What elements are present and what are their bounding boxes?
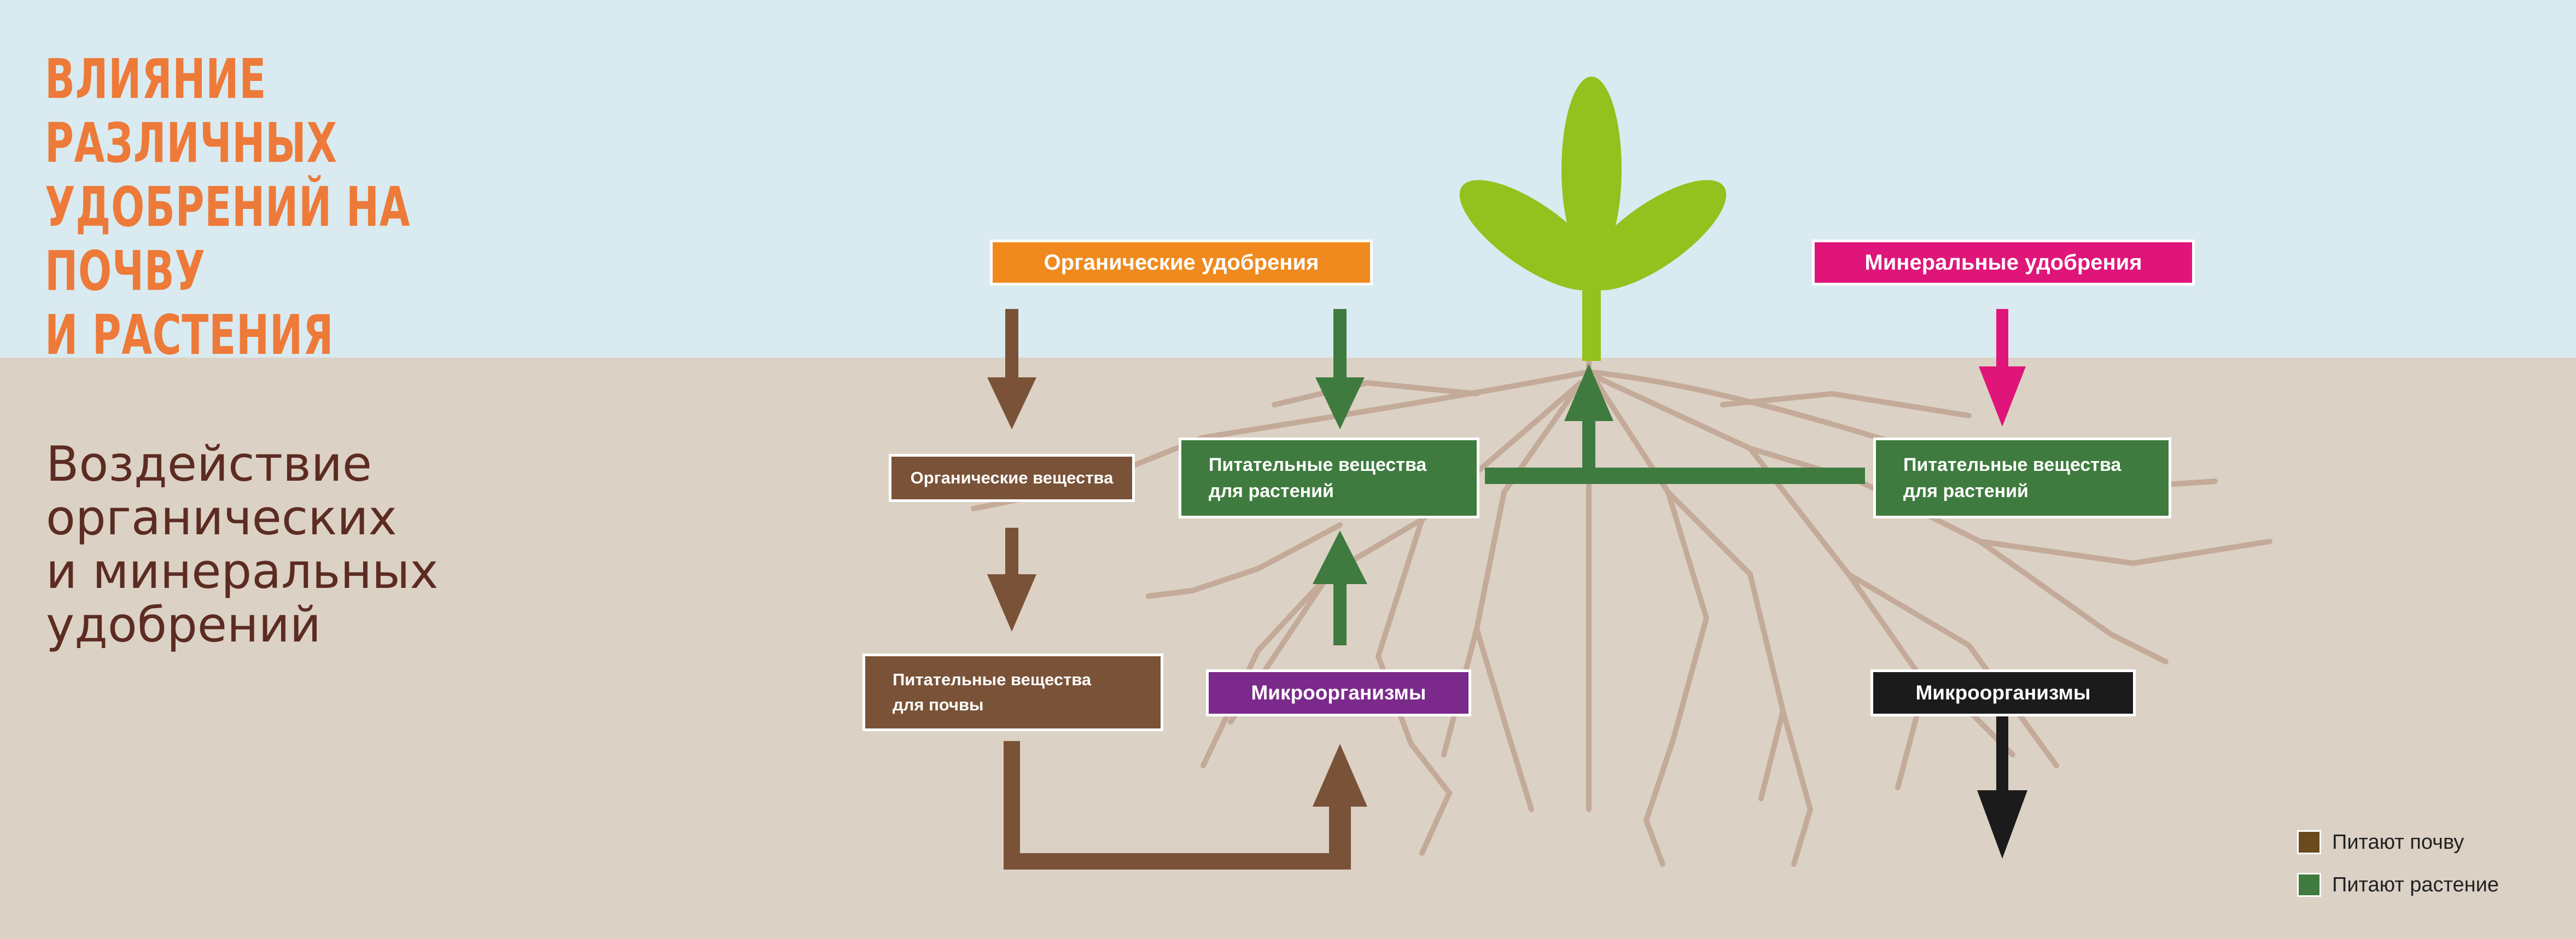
microorganisms-mineral-box: Микроорганизмы xyxy=(1870,669,2136,716)
organic-matter-box: Органические вещества xyxy=(889,454,1135,502)
legend-swatch-soil xyxy=(2297,830,2321,854)
plant-roots xyxy=(971,358,2272,867)
plant-nutrients-organic-line: Питательные вещества xyxy=(1209,454,1427,475)
subtitle-line: Воздействие xyxy=(46,436,372,492)
title-line: И РАСТЕНИЯ xyxy=(45,303,334,367)
soil-nutrients-box: Питательные вещества для почвы xyxy=(862,654,1163,731)
plant-nutrients-organic-box: Питательные вещества для растений xyxy=(1179,438,1479,518)
subtitle-line: и минеральных xyxy=(46,543,439,599)
brown-flows xyxy=(987,309,1367,870)
legend-item-plant: Питают растение xyxy=(2297,873,2499,897)
organic-fertilizers-label: Органические удобрения xyxy=(1044,250,1319,275)
legend-swatch-plant xyxy=(2297,873,2321,897)
legend-label-soil: Питают почву xyxy=(2332,830,2464,854)
organic-fertilizers-box: Органические удобрения xyxy=(990,240,1373,285)
microorganisms-mineral-label: Микроорганизмы xyxy=(1915,681,2091,704)
microorganisms-organic-box: Микроорганизмы xyxy=(1206,669,1471,716)
mineral-fertilizers-box: Минеральные удобрения xyxy=(1812,240,2195,285)
plant-nutrients-organic-line: для растений xyxy=(1209,481,1334,501)
legend-item-soil: Питают почву xyxy=(2297,830,2464,854)
subtitle-line: удобрений xyxy=(46,597,321,653)
plant-leaves xyxy=(1459,77,1727,361)
legend-label-plant: Питают растение xyxy=(2332,873,2499,896)
plant-nutrients-mineral-line: Питательные вещества xyxy=(1903,454,2122,475)
microorganisms-organic-label: Микроорганизмы xyxy=(1251,681,1426,704)
plant-nutrients-mineral-box: Питательные вещества для растений xyxy=(1873,438,2171,518)
page-subtitle: Воздействие органических и минеральных у… xyxy=(46,438,538,652)
page-title: ВЛИЯНИЕ РАЗЛИЧНЫХ УДОБРЕНИЙ НА ПОЧВУ И Р… xyxy=(45,47,439,367)
organic-matter-label: Органические вещества xyxy=(910,468,1114,487)
mineral-fertilizers-label: Минеральные удобрения xyxy=(1864,250,2142,275)
sky-background xyxy=(0,0,2576,358)
title-line: ВЛИЯНИЕ РАЗЛИЧНЫХ xyxy=(45,47,337,175)
soil-nutrients-line: для почвы xyxy=(893,695,984,714)
plant-nutrients-mineral-line: для растений xyxy=(1903,481,2029,501)
title-line: УДОБРЕНИЙ НА ПОЧВУ xyxy=(45,175,411,303)
mineral-flows xyxy=(1977,309,2027,859)
green-flows xyxy=(1313,309,1865,645)
soil-nutrients-line: Питательные вещества xyxy=(893,670,1092,689)
subtitle-line: органических xyxy=(46,489,397,546)
